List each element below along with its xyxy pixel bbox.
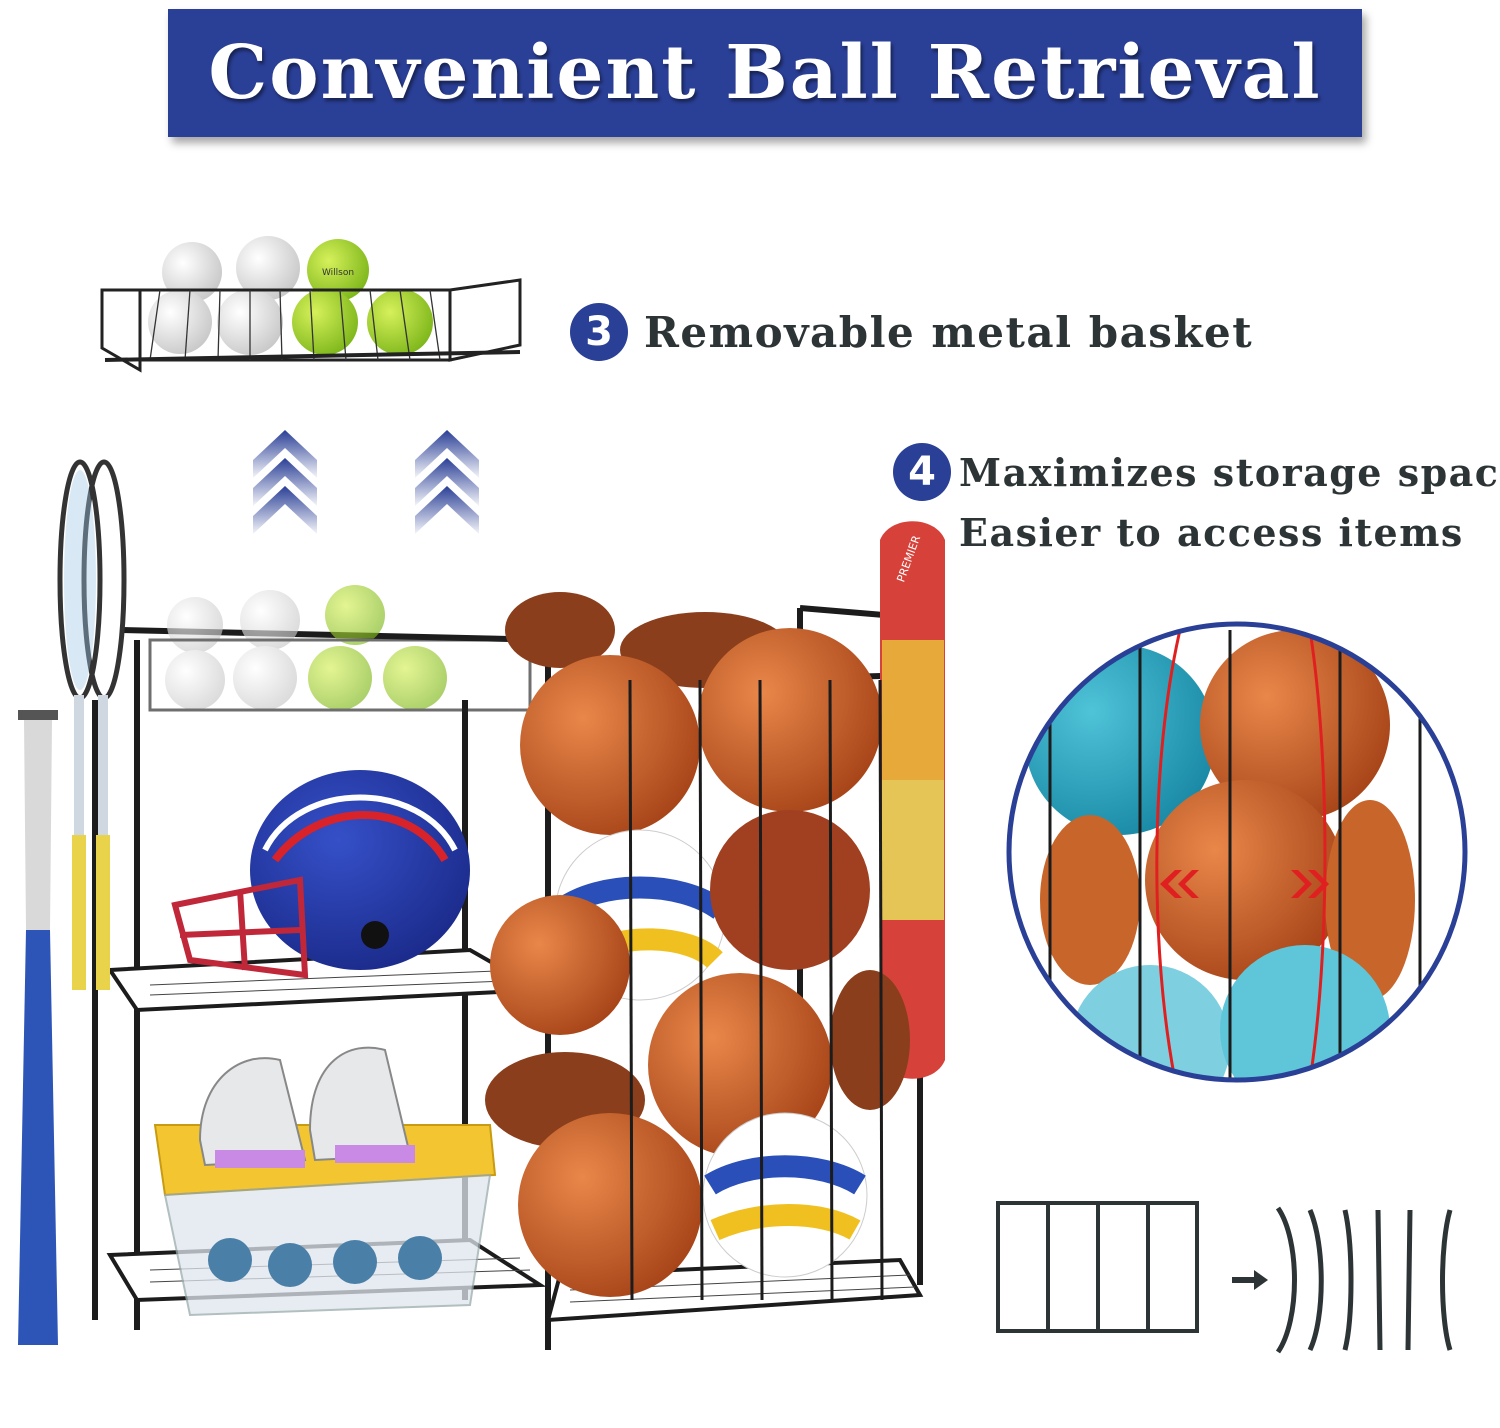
baseball-bat (18, 710, 58, 1345)
feature-4-subtext: Easier to access items (959, 510, 1464, 555)
compression-lines-icon (996, 1201, 1453, 1354)
zoom-detail (1006, 621, 1468, 1083)
feature-3-text: Removable metal basket (644, 307, 1254, 357)
shoes-and-bin (153, 1046, 497, 1317)
feature-3: 3 Removable metal basket (570, 303, 1253, 361)
feature-3-number: 3 (570, 303, 628, 361)
ball-cage (485, 592, 910, 1301)
skateboard: PREMIER (880, 521, 945, 1079)
feature-4: 4 Maximizes storage space (893, 443, 1500, 501)
metal-basket-top: Willson (100, 236, 522, 373)
feature-4-number: 4 (893, 443, 951, 501)
up-chevrons-icon (253, 430, 479, 534)
tennis-rackets (57, 459, 127, 990)
tennis-ball-label: Willson (322, 268, 354, 278)
football-helmet (171, 770, 470, 979)
banner-title: Convenient Ball Retrieval (208, 30, 1322, 116)
title-banner: Convenient Ball Retrieval (168, 9, 1362, 137)
feature-4-text: Maximizes storage space (959, 449, 1500, 495)
expand-arrows-icon (1160, 870, 1329, 898)
rack-top-basket (148, 585, 532, 712)
